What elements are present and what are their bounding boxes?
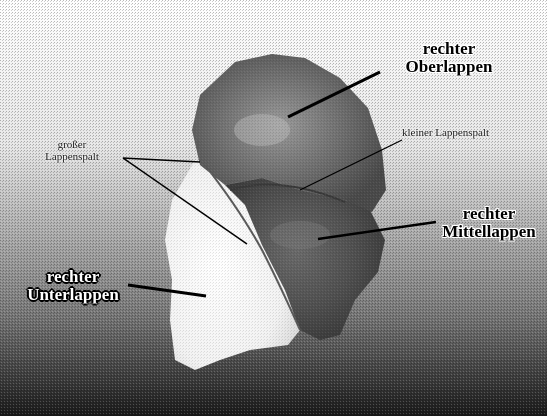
label-rechter-mittellappen: rechter Mittellappen [434, 205, 544, 241]
label-rechter-oberlappen: rechter Oberlappen [384, 40, 514, 76]
label-rechter-unterlappen: rechter Unterlappen [18, 268, 128, 304]
label-grosser-lappenspalt: großer Lappenspalt [22, 140, 122, 163]
label-kleiner-lappenspalt: kleiner Lappenspalt [402, 128, 542, 140]
